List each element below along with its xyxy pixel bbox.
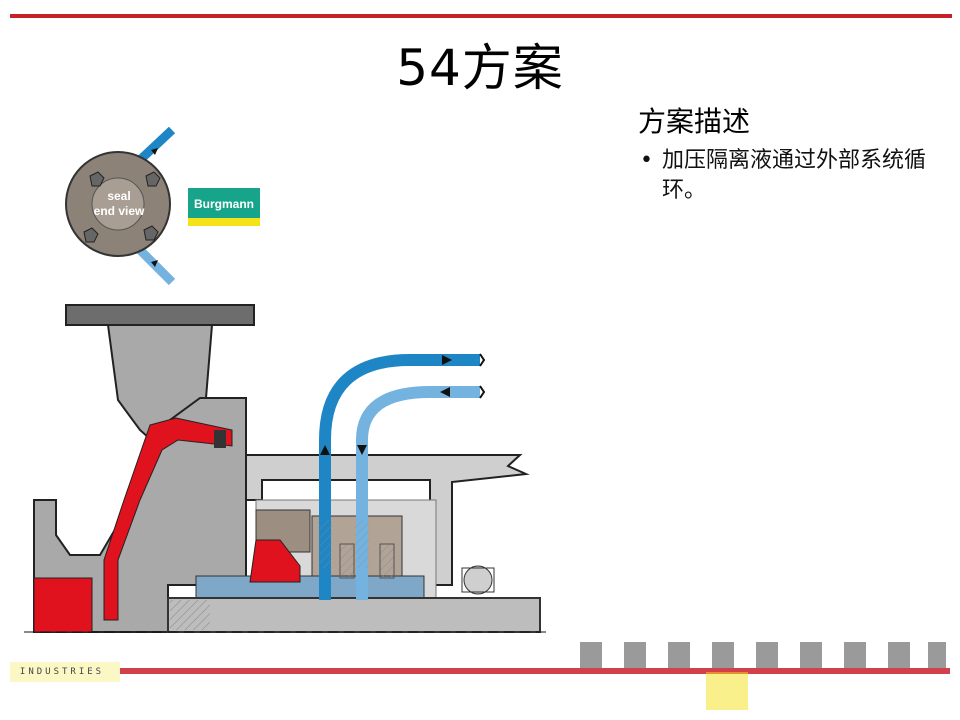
arrow-icon xyxy=(151,260,158,267)
end-view-inlet-pipe xyxy=(136,126,176,164)
arrow-icon xyxy=(357,445,367,455)
bolt-head xyxy=(89,171,105,187)
arrow-icon xyxy=(442,355,452,365)
end-view-label: end view xyxy=(94,204,145,218)
top-red-rule xyxy=(10,14,952,18)
description-list: 加压隔离液通过外部系统循环。 xyxy=(638,146,938,206)
bolt-head xyxy=(143,225,159,241)
pump-shaft xyxy=(24,597,552,633)
description-bullet: 加压隔离液通过外部系统循环。 xyxy=(638,146,938,206)
seal-inner-ring xyxy=(91,177,145,231)
barrier-fluid-loop xyxy=(318,353,486,600)
end-view-label: seal xyxy=(107,189,130,203)
arrow-icon xyxy=(151,148,158,155)
seal-end-view: seal end view xyxy=(65,126,176,286)
barrier-outlet-line xyxy=(356,386,480,600)
bolt-head xyxy=(83,227,99,243)
svg-text:Burgmann: Burgmann xyxy=(194,197,254,211)
description-heading: 方案描述 xyxy=(638,105,751,138)
barrier-inlet-line xyxy=(319,354,480,600)
burgmann-logo: Burgmann xyxy=(188,188,260,226)
end-view-outlet-pipe xyxy=(136,246,176,286)
footer-strip xyxy=(10,642,950,710)
bearing-ball xyxy=(463,565,493,595)
slide-title: 54方案 xyxy=(396,39,564,97)
arrow-icon xyxy=(320,445,330,455)
arrow-icon xyxy=(440,387,450,397)
pump-casing xyxy=(33,304,255,633)
footer-brand-label: INDUSTRIES xyxy=(19,667,105,677)
bolt-head xyxy=(145,171,161,187)
